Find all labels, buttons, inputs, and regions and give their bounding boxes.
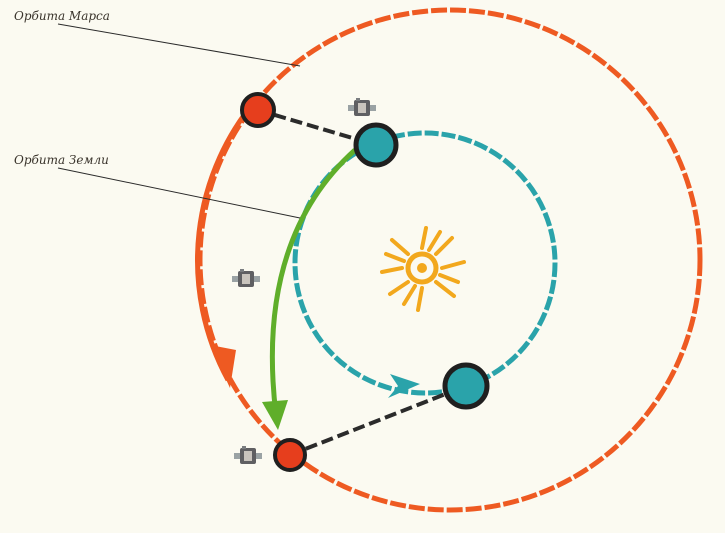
mars-motion-arrow (198, 95, 260, 380)
mars-orbit-label: Орбита Марса (14, 9, 110, 23)
mars-orbit-leader (58, 24, 300, 66)
earth-orbit-label: Орбита Земли (14, 153, 109, 167)
sun-icon (382, 228, 464, 310)
mars-planet-end (275, 440, 305, 470)
spacecraft-icon (348, 98, 376, 116)
transfer-orbit-path (272, 150, 355, 415)
spacecraft-icon (232, 269, 260, 287)
mars-orbit (200, 10, 700, 510)
earth-planet-end (445, 365, 487, 407)
mars-planet-start (242, 94, 274, 126)
earth-planet-start (356, 125, 396, 165)
earth-orbit-leader (58, 168, 300, 218)
connector-line-end (290, 386, 466, 455)
spacecraft-icon (234, 446, 262, 464)
